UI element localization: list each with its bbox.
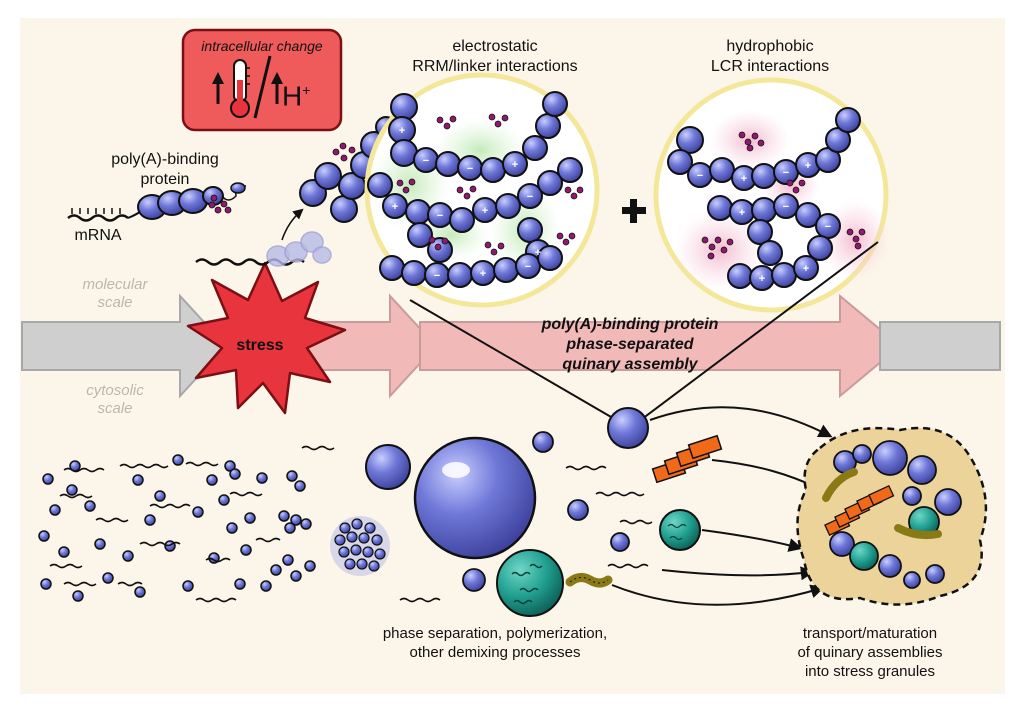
pab-label-line1: poly(A)-binding	[111, 151, 219, 168]
cytosolic-scale-line2: scale	[97, 400, 133, 417]
svg-text:+: +	[805, 160, 811, 172]
svg-text:+: +	[739, 207, 745, 219]
pabp-molecule	[67, 182, 247, 222]
svg-text:−: −	[525, 261, 531, 273]
molecular-scale-line2: scale	[97, 294, 133, 311]
stress-label: stress	[236, 337, 284, 354]
hydrophobic-label-line2: LCR interactions	[710, 58, 830, 75]
svg-text:−: −	[783, 167, 789, 179]
dispersed-molecules	[38, 445, 335, 603]
electrostatic-label-line1: electrostatic	[452, 38, 538, 55]
molecule-cluster	[330, 516, 390, 576]
plus-icon	[622, 199, 646, 223]
up-arrow-icon	[212, 72, 283, 104]
svg-text:+: +	[392, 201, 398, 213]
cytosolic-scale-line1: cytosolic	[86, 382, 144, 399]
mrna-strand	[67, 214, 129, 222]
transport-label-line1: transport/maturation	[802, 625, 938, 642]
stress-burst-icon	[186, 261, 347, 415]
svg-text:+: +	[480, 268, 486, 280]
molecular-scale-line1: molecular	[82, 276, 148, 293]
olive-fiber	[565, 572, 613, 588]
intracellular-change-label: intracellular change	[201, 38, 323, 54]
connector-left	[409, 299, 631, 429]
proton-symbol: H	[282, 80, 303, 112]
proton-label: H+	[282, 74, 322, 112]
phase-separation-label-line2: other demixing processes	[409, 644, 581, 661]
svg-text:+: +	[535, 247, 541, 259]
svg-text:−: −	[437, 210, 443, 222]
condensate-droplets	[365, 407, 701, 617]
proton-charge: +	[302, 82, 311, 98]
gray-arrow-right	[879, 321, 1001, 371]
connector-right	[629, 241, 879, 429]
mrna-label: mRNA	[74, 227, 122, 244]
pab-label-line2: protein	[140, 171, 190, 188]
assembly-label-line3: quinary assembly	[562, 356, 698, 373]
assembly-label-line1: poly(A)-binding protein	[541, 316, 719, 333]
slash-divider	[253, 55, 272, 119]
mrna-ghost-protein	[195, 208, 332, 267]
transport-label-line3: into stress granules	[804, 663, 936, 680]
svg-text:−: −	[783, 201, 789, 213]
svg-text:−: −	[423, 155, 429, 167]
svg-text:+: +	[512, 159, 518, 171]
svg-text:−: −	[527, 191, 533, 203]
orange-fiber-stack	[651, 434, 723, 484]
stress-granule	[796, 426, 988, 606]
svg-text:−: −	[434, 270, 440, 282]
svg-text:+: +	[759, 273, 765, 285]
svg-text:+: +	[741, 173, 747, 185]
intracellular-change-box	[181, 28, 343, 132]
svg-text:+: +	[482, 205, 488, 217]
svg-text:−: −	[467, 163, 473, 175]
electrostatic-assembly: −−+ +−+ −−+ −++	[364, 72, 600, 308]
thermometer-icon	[230, 59, 250, 118]
hydrophobic-label-line1: hydrophobic	[726, 38, 814, 55]
transport-label-line2: of quinary assemblies	[797, 644, 943, 661]
hydrophobic-assembly: − + − + − − + + +	[653, 77, 890, 313]
assembly-label-line2: phase-separated	[566, 336, 694, 353]
free-mrna	[399, 465, 653, 603]
scale-arrow-band	[21, 293, 1001, 399]
pink-arrow-2	[419, 293, 902, 399]
electrostatic-label-line2: RRM/linker interactions	[412, 58, 578, 75]
svg-text:+: +	[803, 263, 809, 275]
svg-text:+: +	[399, 125, 405, 137]
phase-separation-label-line1: phase separation, polymerization,	[382, 625, 608, 642]
svg-text:−: −	[697, 170, 703, 182]
svg-text:−: −	[825, 221, 831, 233]
